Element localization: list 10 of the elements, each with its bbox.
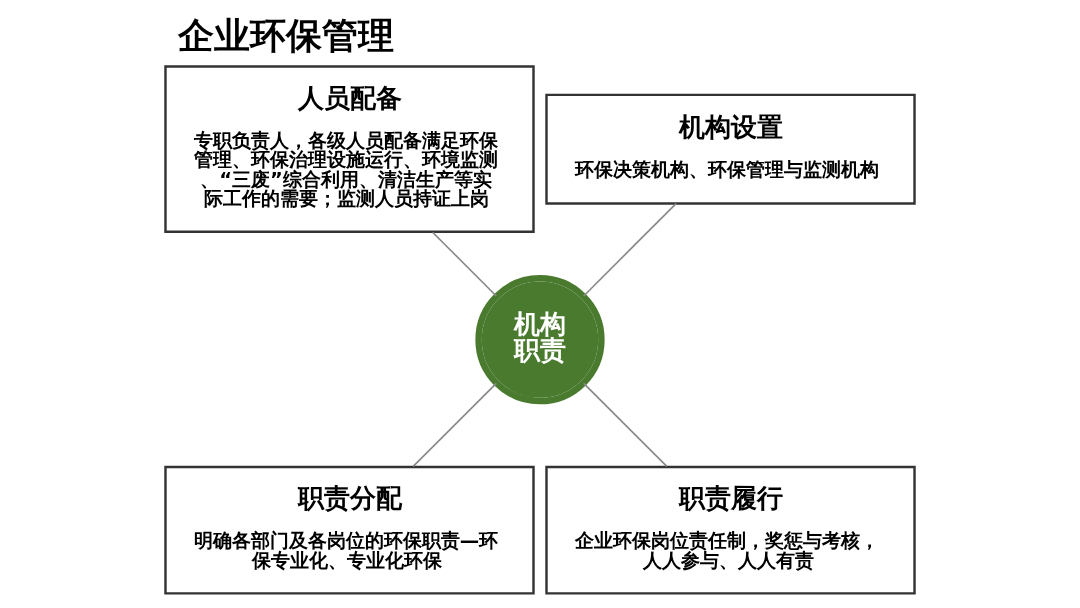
connector bbox=[431, 231, 498, 297]
node-circle: 机构职责 bbox=[475, 275, 605, 405]
diagram-title: 企业环保管理 bbox=[178, 15, 395, 56]
node-box: 职责分配 明确各部门及各岗位的环保职责—环保专业化、专业化环保 bbox=[164, 465, 535, 595]
connector bbox=[412, 382, 498, 468]
node-box: 人员配备 专职负责人，各级人员配备满足环保管理、环保治理设施运行、环境监测、“三废”综合利用、清洁生产等实际工作的需要；监测人员持证上岗 bbox=[164, 65, 535, 234]
connector bbox=[582, 202, 677, 297]
connector bbox=[582, 382, 668, 468]
node-box: 职责履行 企业环保岗位责任制，奖惩与考核，人人参与、人人有责 bbox=[545, 465, 916, 595]
node-box: 机构设置 环保决策机构、环保管理与监测机构 bbox=[545, 93, 916, 205]
